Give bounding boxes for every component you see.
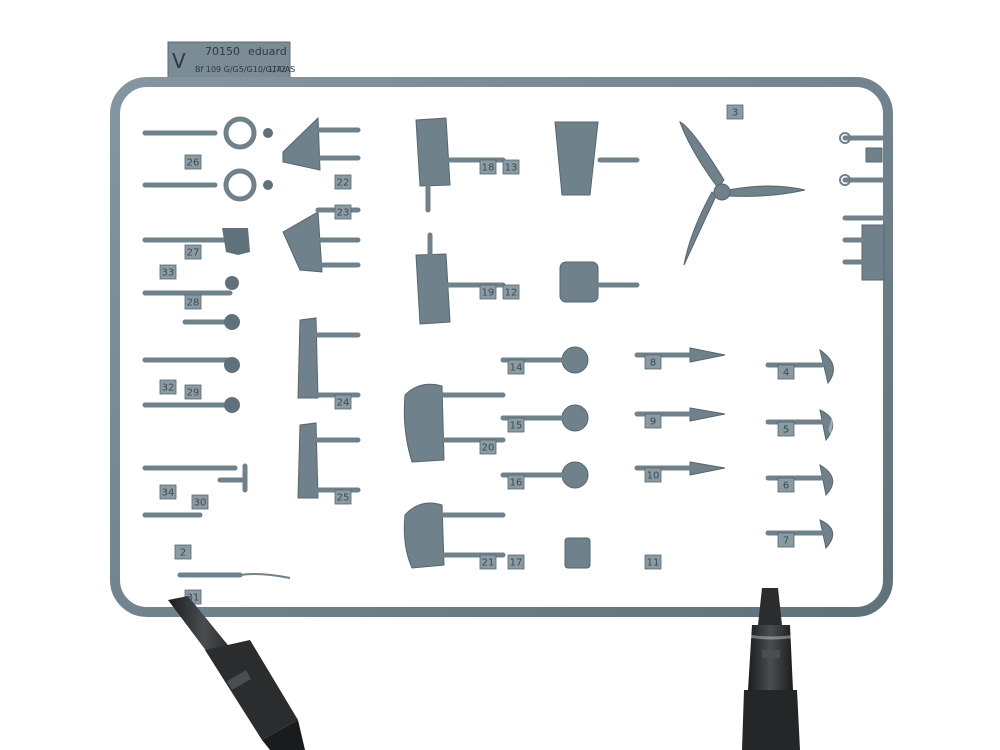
part-number-tab: 30 [191, 494, 209, 510]
left-column-parts [142, 130, 248, 578]
part-number-tab: 5 [777, 421, 795, 437]
part-number-tab: 18 [479, 159, 497, 175]
part-number-label: 32 [162, 383, 175, 394]
part-number-tab: 27 [184, 244, 202, 260]
part-number-label: 26 [187, 158, 200, 169]
part-number-tab: 3 [726, 104, 744, 120]
part-number-label: 21 [482, 558, 495, 569]
part-number-tabs: 2345678910111213141516171819202122232425… [159, 104, 795, 605]
part-number-tab: 17 [507, 554, 525, 570]
part-number-tab: 23 [334, 204, 352, 220]
part-number-tab: 11 [644, 554, 662, 570]
part-number-label: 6 [783, 481, 789, 492]
part-number-tab: 29 [184, 384, 202, 400]
brand-name: eduard [248, 45, 287, 58]
part-number-tab: 33 [159, 264, 177, 280]
scale-label: 1/72 [268, 65, 286, 74]
part-number-label: 9 [650, 417, 656, 428]
part-number-tab: 9 [644, 413, 662, 429]
part-number-tab: 19 [479, 284, 497, 300]
center-runners [425, 157, 640, 558]
part-number-label: 20 [482, 443, 495, 454]
small-rings [839, 132, 851, 186]
part-number-label: 16 [510, 478, 523, 489]
part-number-tab: 15 [507, 417, 525, 433]
center-parts [403, 117, 599, 569]
part-number-label: 29 [187, 388, 200, 399]
part-number-tab: 14 [507, 359, 525, 375]
part-number-tab: 8 [644, 354, 662, 370]
part-number-tab: 2 [174, 544, 192, 560]
part-number-tab: 21 [479, 554, 497, 570]
part-number-label: 4 [783, 368, 789, 379]
antenna-part [239, 573, 291, 579]
right-clamp [742, 588, 800, 750]
part-number-tab: 20 [479, 439, 497, 455]
part-number-label: 33 [162, 268, 175, 279]
part-number-tab: 22 [334, 174, 352, 190]
part-number-label: 14 [510, 363, 523, 374]
part-number-label: 5 [783, 425, 789, 436]
part-number-label: 18 [482, 163, 495, 174]
model-line: Bf 109 G/G5/G10/G14/AS [195, 65, 295, 74]
part-number-label: 12 [505, 288, 518, 299]
part-number-label: 24 [337, 398, 350, 409]
part-number-tab: 6 [777, 477, 795, 493]
part-number-label: 19 [482, 288, 495, 299]
part-number-tab: 32 [159, 379, 177, 395]
ring-parts [223, 116, 257, 202]
part-number-label: 23 [337, 208, 350, 219]
part-number-tab: 10 [644, 467, 662, 483]
part-number-tab: 24 [334, 394, 352, 410]
part-number-label: 22 [337, 178, 350, 189]
part-number-label: 30 [194, 498, 207, 509]
part-number-tab: 26 [184, 154, 202, 170]
right-runners [634, 135, 891, 536]
part-number-tab: 25 [334, 489, 352, 505]
part-number-tab: 13 [502, 159, 520, 175]
sprue-tag: V 70150 eduard Bf 109 G/G5/G10/G14/AS 1/… [167, 41, 295, 83]
part-number-label: 27 [187, 248, 200, 259]
part-number-tab: 12 [502, 284, 520, 300]
part-number-label: 28 [187, 298, 200, 309]
part-number-label: 34 [162, 488, 175, 499]
part-number-label: 15 [510, 421, 523, 432]
part-number-label: 17 [510, 558, 523, 569]
knob-parts [222, 128, 273, 413]
part-number-label: 8 [650, 358, 656, 369]
part-number-label: 13 [505, 163, 518, 174]
watermark [699, 299, 901, 642]
part-number-tab: 28 [184, 294, 202, 310]
left-clamp [168, 596, 305, 750]
part-number-tab: 4 [777, 364, 795, 380]
propeller-part [679, 120, 806, 266]
part-number-tab: 34 [159, 484, 177, 500]
part-number-label: 10 [647, 471, 660, 482]
part-number-label: 25 [337, 493, 350, 504]
part-number-label: 31 [187, 593, 200, 604]
part-number-label: 3 [732, 108, 738, 119]
part-number-label: 11 [647, 558, 660, 569]
kit-number: 70150 [205, 45, 240, 58]
part-number-tab: 7 [777, 532, 795, 548]
part-number-tab: 16 [507, 474, 525, 490]
part-number-label: 2 [180, 548, 186, 559]
control-surfaces [282, 116, 323, 499]
part-number-label: 7 [783, 536, 789, 547]
sprue-letter: V [172, 49, 186, 73]
